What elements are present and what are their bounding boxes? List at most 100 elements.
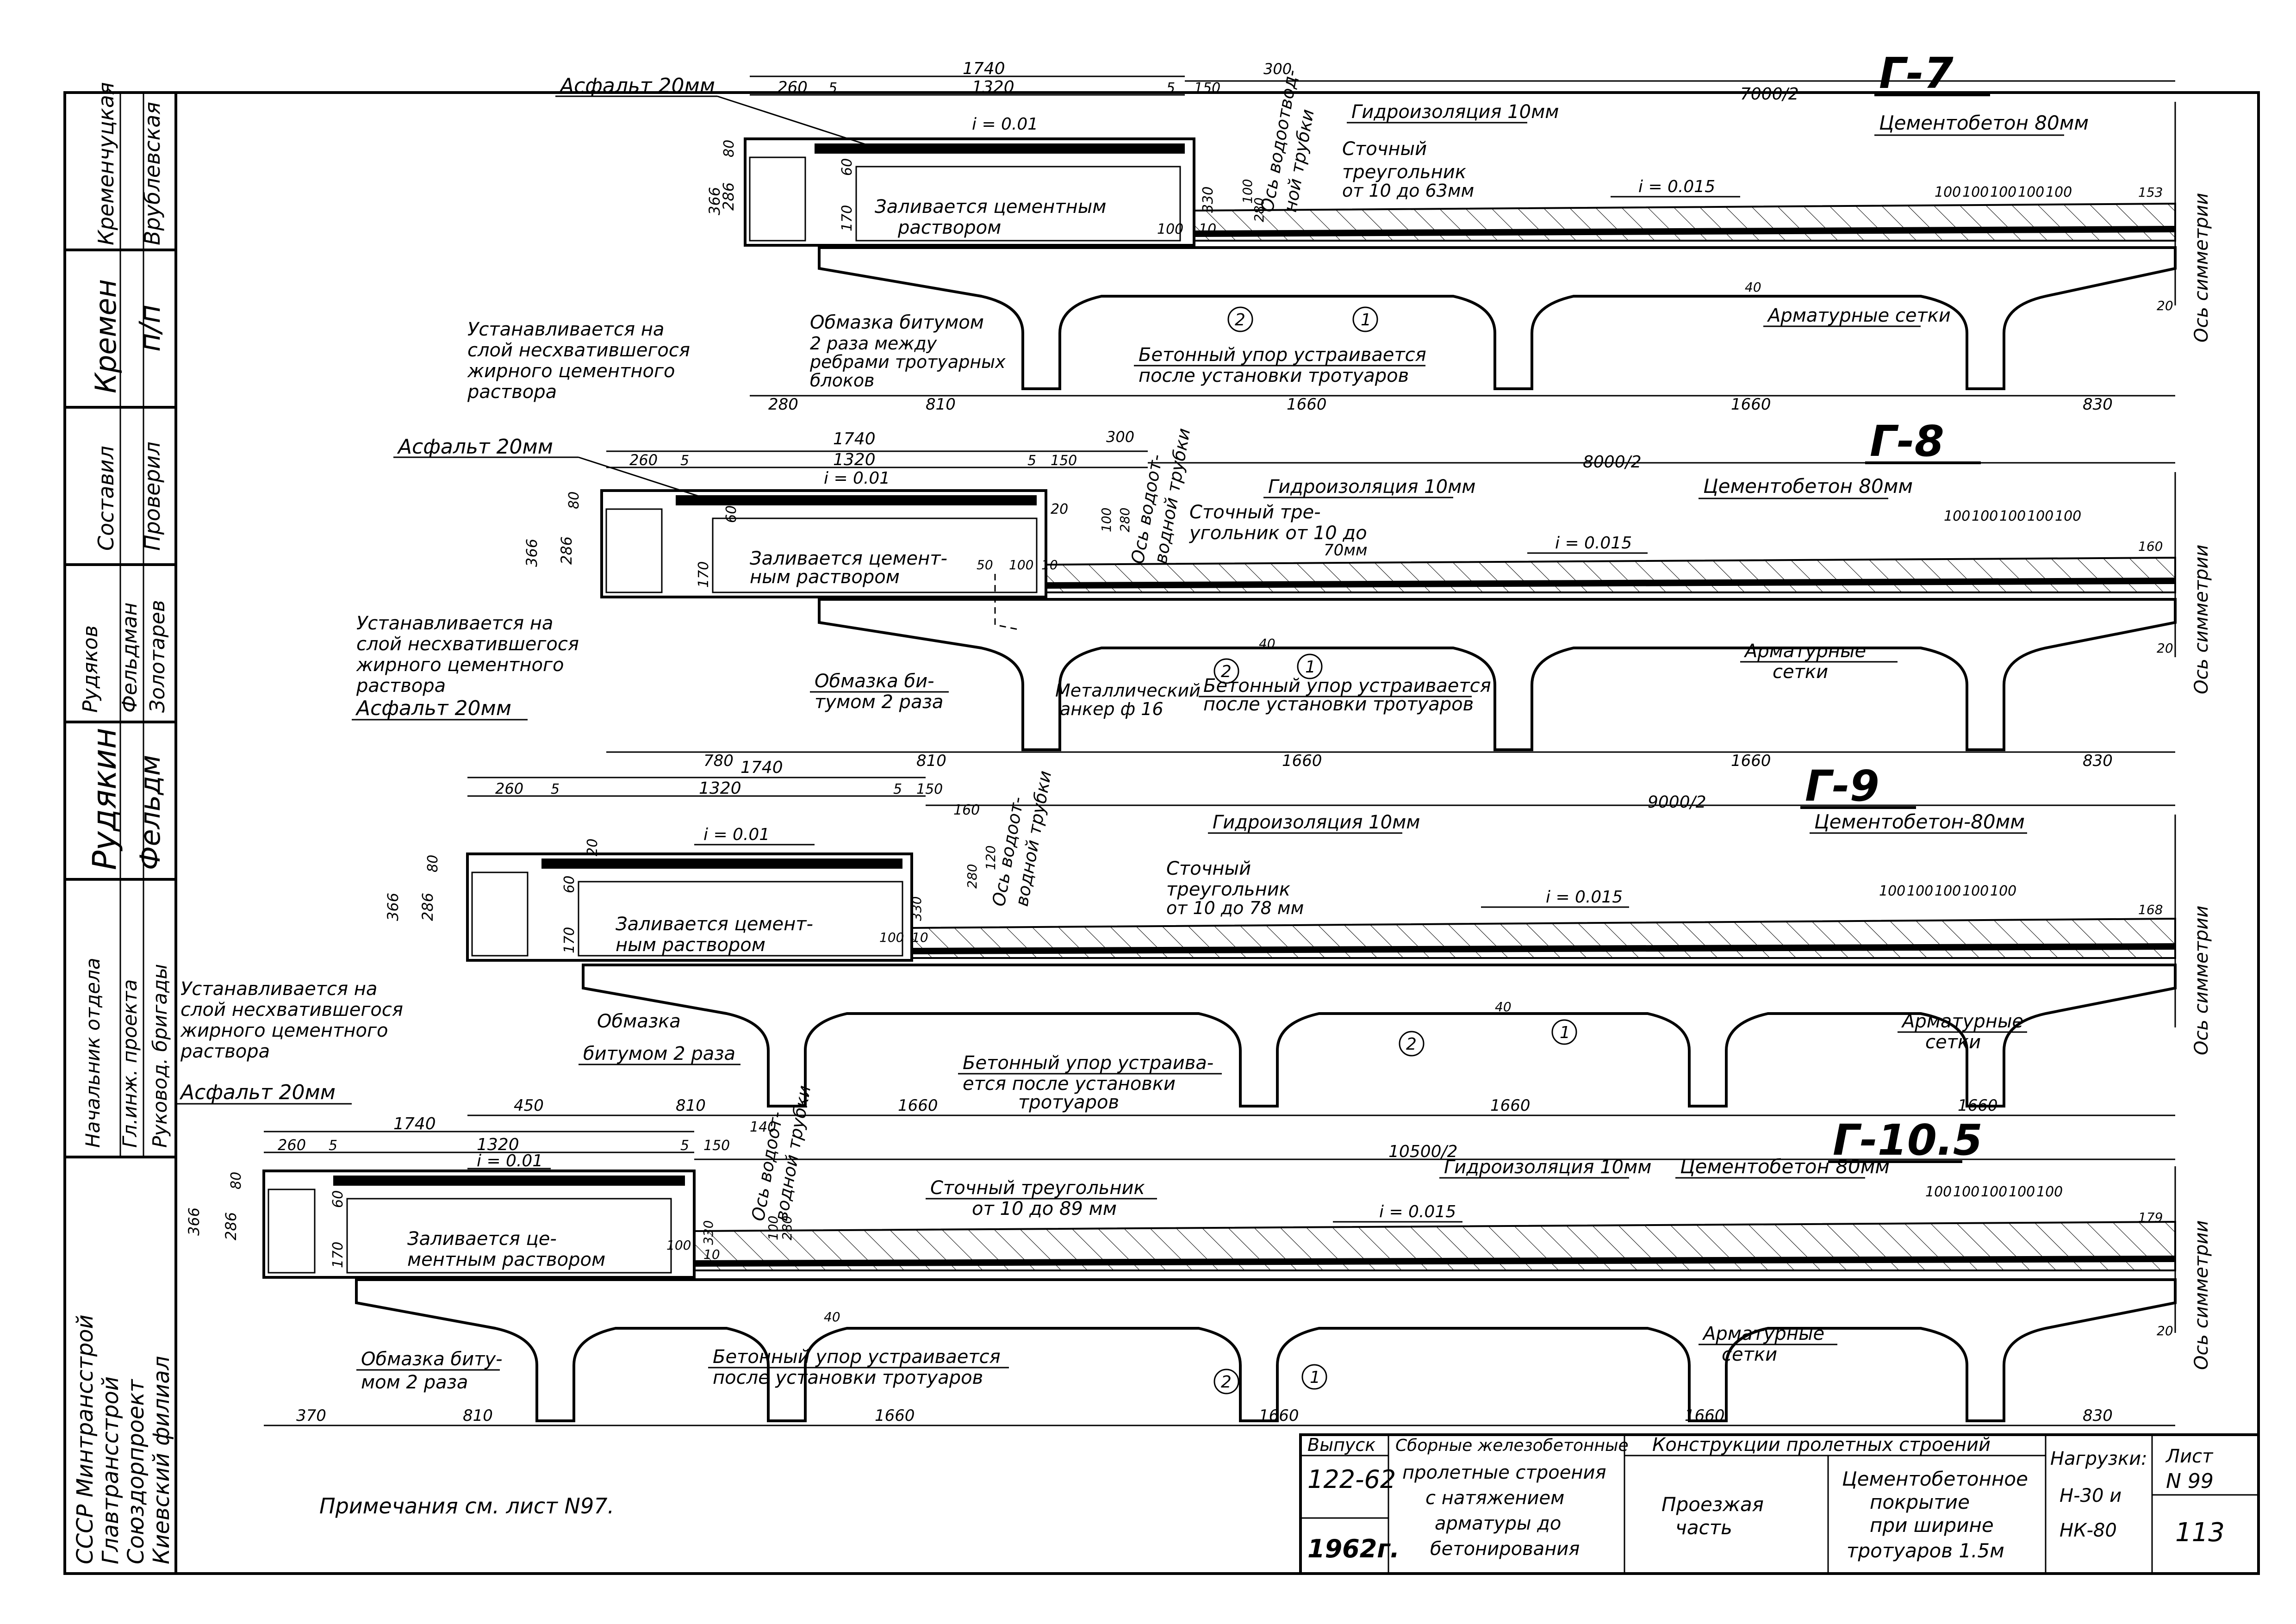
marker: 1 <box>1361 311 1371 330</box>
bdim: 370 <box>296 1406 326 1425</box>
stamp-person-1: Фельдман <box>118 603 142 713</box>
bdim: 1660 <box>1490 1096 1531 1115</box>
drain-0: Сточный тре- <box>1189 502 1321 523</box>
vdim: 286 <box>222 1212 240 1240</box>
dim: 300 <box>1106 428 1134 446</box>
asphalt-label: Асфальт 20мм <box>179 1081 336 1104</box>
series-4: бетонирования <box>1430 1538 1580 1560</box>
dim: 1740 <box>393 1114 436 1133</box>
mortar-0: Устанавливается на <box>467 319 664 340</box>
part-1: часть <box>1675 1516 1732 1539</box>
anchor-1: анкер ф 16 <box>1060 699 1164 719</box>
spacing: 100 <box>2009 1184 2035 1200</box>
year: 1962г. <box>1307 1534 1400 1563</box>
marker: 2 <box>1406 1035 1417 1054</box>
slope-left: i = 0.01 <box>477 1151 543 1170</box>
vdim: 366 <box>523 539 541 567</box>
series-0: Сборные железобетонные <box>1395 1436 1629 1455</box>
fill-note-1: ментным раствором <box>407 1249 605 1270</box>
dim: 260 <box>778 78 808 97</box>
mortar-2: жирного цементного <box>356 654 564 676</box>
dim: 150 <box>916 781 943 797</box>
stamp-roleb-1: Гл.инж. проекта <box>118 979 141 1148</box>
bdim: 1660 <box>1287 395 1327 414</box>
bdim: 1660 <box>1259 1406 1299 1425</box>
mesh-0: Арматурные <box>1901 1011 2023 1032</box>
vdim: 280 <box>1117 508 1132 532</box>
marker: 2 <box>1235 311 1245 330</box>
stop-0: Бетонный упор устраива- <box>963 1052 1213 1074</box>
slope-left: i = 0.01 <box>972 115 1038 134</box>
vdim: 170 <box>839 205 855 231</box>
dim: 1320 <box>699 779 741 798</box>
bitumen-0: Обмазка <box>597 1011 681 1032</box>
bitumen-1: тумом 2 раза <box>815 691 943 713</box>
dim: 5 <box>893 781 902 797</box>
mortar-3: раствора <box>467 381 557 403</box>
spacing: 100 <box>2055 508 2081 524</box>
bdim: 830 <box>2083 1406 2113 1425</box>
spacing: 100 <box>1944 508 1970 524</box>
bdim: 450 <box>514 1096 544 1115</box>
mortar-1: слой несхватившегося <box>180 999 403 1020</box>
bdim: 810 <box>916 752 946 770</box>
dim: 160 <box>953 802 980 818</box>
vdim: 20 <box>585 839 601 856</box>
spacing: 100 <box>1962 184 1989 200</box>
dim: 260 <box>278 1136 306 1154</box>
spacing: 100 <box>1935 883 1961 899</box>
bitumen-1: мом 2 раза <box>361 1372 468 1393</box>
subject-0: Цементобетонное <box>1842 1468 2028 1490</box>
stamp-person-2: Золотарев <box>146 600 169 713</box>
vdim: 100 <box>666 1238 691 1253</box>
stamp-role-0: Составил <box>93 446 118 551</box>
mesh-0: Арматурные <box>1743 641 1866 662</box>
vdim: 330 <box>1200 187 1216 213</box>
concrete: Цементобетон 80мм <box>1703 475 1913 498</box>
bdim: 1660 <box>898 1096 938 1115</box>
vdim: 100 <box>1009 557 1033 572</box>
dim: 7000/2 <box>1740 85 1799 104</box>
spacing: 100 <box>2036 1184 2063 1200</box>
bdim: 1660 <box>1282 752 1322 770</box>
part-0: Проезжая <box>1661 1493 1764 1516</box>
mortar-0: Устанавливается на <box>356 613 553 634</box>
stop-1: после установки тротуаров <box>1203 694 1474 715</box>
concrete: Цементобетон 80мм <box>1680 1155 1890 1178</box>
axis: Ось симметрии <box>2191 193 2212 342</box>
hydro: Гидроизоляция 10мм <box>1351 101 1559 123</box>
spacing: 100 <box>1981 1184 2007 1200</box>
stamp-text-0: Кременчуцкая <box>93 82 118 245</box>
stop-1: после установки тротуаров <box>1139 365 1409 386</box>
stamp-org-0: СССР Минтрансстрой <box>72 1314 98 1564</box>
stamp-text-1: Врублевская <box>140 102 165 245</box>
mesh-1: сетки <box>1722 1344 1777 1365</box>
hydro: Гидроизоляция 10мм <box>1213 812 1420 833</box>
spacing: 100 <box>2027 508 2053 524</box>
series-2: с натяжением <box>1425 1487 1564 1509</box>
stamp-sign-0: Кремен <box>89 279 123 393</box>
bdim: 810 <box>463 1406 493 1425</box>
vdim: 80 <box>721 140 737 157</box>
stamp-roleb-2: Руковод. бригады <box>149 964 171 1148</box>
bdim: 1660 <box>875 1406 915 1425</box>
dim: 5 <box>1166 80 1175 96</box>
stop-1: после установки тротуаров <box>713 1367 983 1388</box>
dim: 150 <box>1194 80 1220 96</box>
sheet-no: N 99 <box>2166 1469 2214 1493</box>
small: 20 <box>2157 1323 2173 1338</box>
mortar-3: раствора <box>180 1041 270 1062</box>
subject-3: тротуаров 1.5м <box>1847 1539 2004 1562</box>
dim: 10500/2 <box>1388 1142 1458 1161</box>
spacing: 100 <box>2018 184 2044 200</box>
stamp-org-2: Союздорпроект <box>123 1378 149 1564</box>
stop-0: Бетонный упор устраивается <box>713 1346 1001 1368</box>
hydro: Гидроизоляция 10мм <box>1268 476 1475 498</box>
spacing: 153 <box>2138 185 2163 200</box>
bdim: 810 <box>926 395 956 414</box>
fill-note-1: ным раствором <box>750 566 900 588</box>
vdim: 366 <box>185 1207 203 1236</box>
drain-1: от 10 до 89 мм <box>972 1198 1117 1220</box>
fill-note-1: ным раствором <box>616 934 765 956</box>
stamp-role-1: Проверил <box>140 442 165 551</box>
